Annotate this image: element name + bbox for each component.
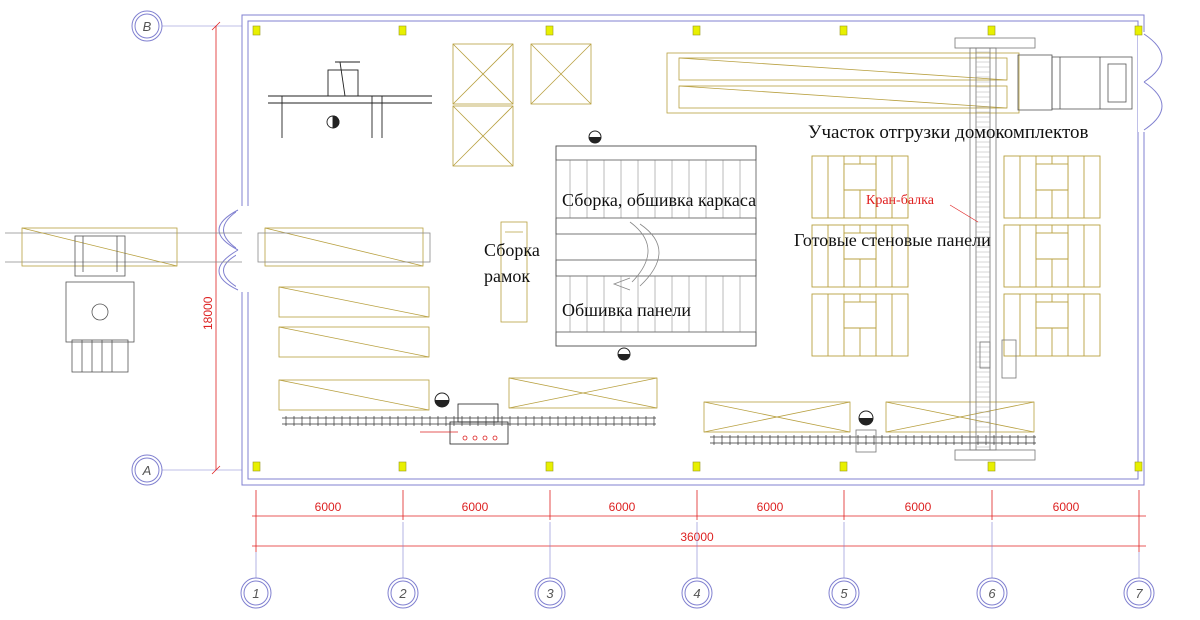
span-5-label: 6000 (905, 500, 932, 514)
height-dimension (211, 21, 221, 475)
crane-label: Кран-балка (866, 193, 935, 208)
column-axis-6-label: 6 (988, 586, 996, 601)
ready-panels-label: Готовые стеновые панели (794, 230, 991, 250)
structural-columns (252, 25, 1143, 472)
frame-building-label-1: Сборка (484, 240, 540, 260)
shipping-platform (666, 52, 1020, 114)
crane-beam (954, 37, 1036, 461)
assembly-table-slats (569, 160, 741, 332)
left-door (218, 206, 250, 292)
delivery-truck-right (1017, 54, 1133, 111)
crane-beam-rungs (976, 51, 990, 448)
roller-conveyor-left (282, 417, 656, 425)
frame-assembly-station (500, 221, 528, 323)
column-axis-1-label: 1 (252, 586, 259, 601)
right-door (1138, 32, 1163, 132)
building-walls (241, 14, 1145, 486)
crane-trolley (855, 339, 1017, 453)
operator-marker-top (588, 130, 602, 144)
frame-assembly-label: Сборка, обшивка каркаса (562, 190, 756, 210)
column-axis-7-label: 7 (1135, 586, 1143, 601)
rotation-arrow-icon (612, 221, 660, 291)
span-dimension-line (252, 490, 1146, 552)
conveyor-rollers (285, 416, 1035, 445)
entry-conveyor (5, 227, 431, 267)
operator-marker-saw (434, 392, 450, 408)
column-axis-4-label: 4 (693, 586, 700, 601)
row-axis-a-label: А (142, 463, 152, 478)
row-axis-b: В (131, 10, 163, 42)
panel-sheathing-label: Обшивка панели (562, 300, 691, 320)
lumber-stacks-left (278, 286, 1035, 433)
crane-leader-line (949, 204, 979, 223)
row-axis-a: А (131, 454, 163, 486)
span-3-label: 6000 (609, 500, 636, 514)
frame-building-label-2: рамок (484, 266, 530, 286)
delivery-truck-left (65, 235, 135, 373)
operator-marker-right (858, 410, 874, 426)
ready-wall-panels (811, 155, 1101, 357)
row-axis-b-label: В (143, 19, 152, 34)
span-1-label: 6000 (315, 500, 342, 514)
machine-top-left (268, 61, 432, 138)
shipping-area-label: Участок отгрузки домокомплектов (808, 122, 1089, 143)
span-6-label: 6000 (1053, 500, 1080, 514)
column-axes (240, 522, 1155, 609)
height-dimension-label: 18000 (201, 296, 215, 330)
column-axis-2-label: 2 (398, 586, 407, 601)
saw-station (420, 403, 509, 445)
span-4-label: 6000 (757, 500, 784, 514)
operator-marker-bottom (617, 347, 631, 361)
column-axis-3-label: 3 (546, 586, 554, 601)
assembly-table (555, 145, 757, 347)
column-axis-5-label: 5 (840, 586, 848, 601)
span-2-label: 6000 (462, 500, 489, 514)
material-stacks-top (452, 43, 592, 167)
